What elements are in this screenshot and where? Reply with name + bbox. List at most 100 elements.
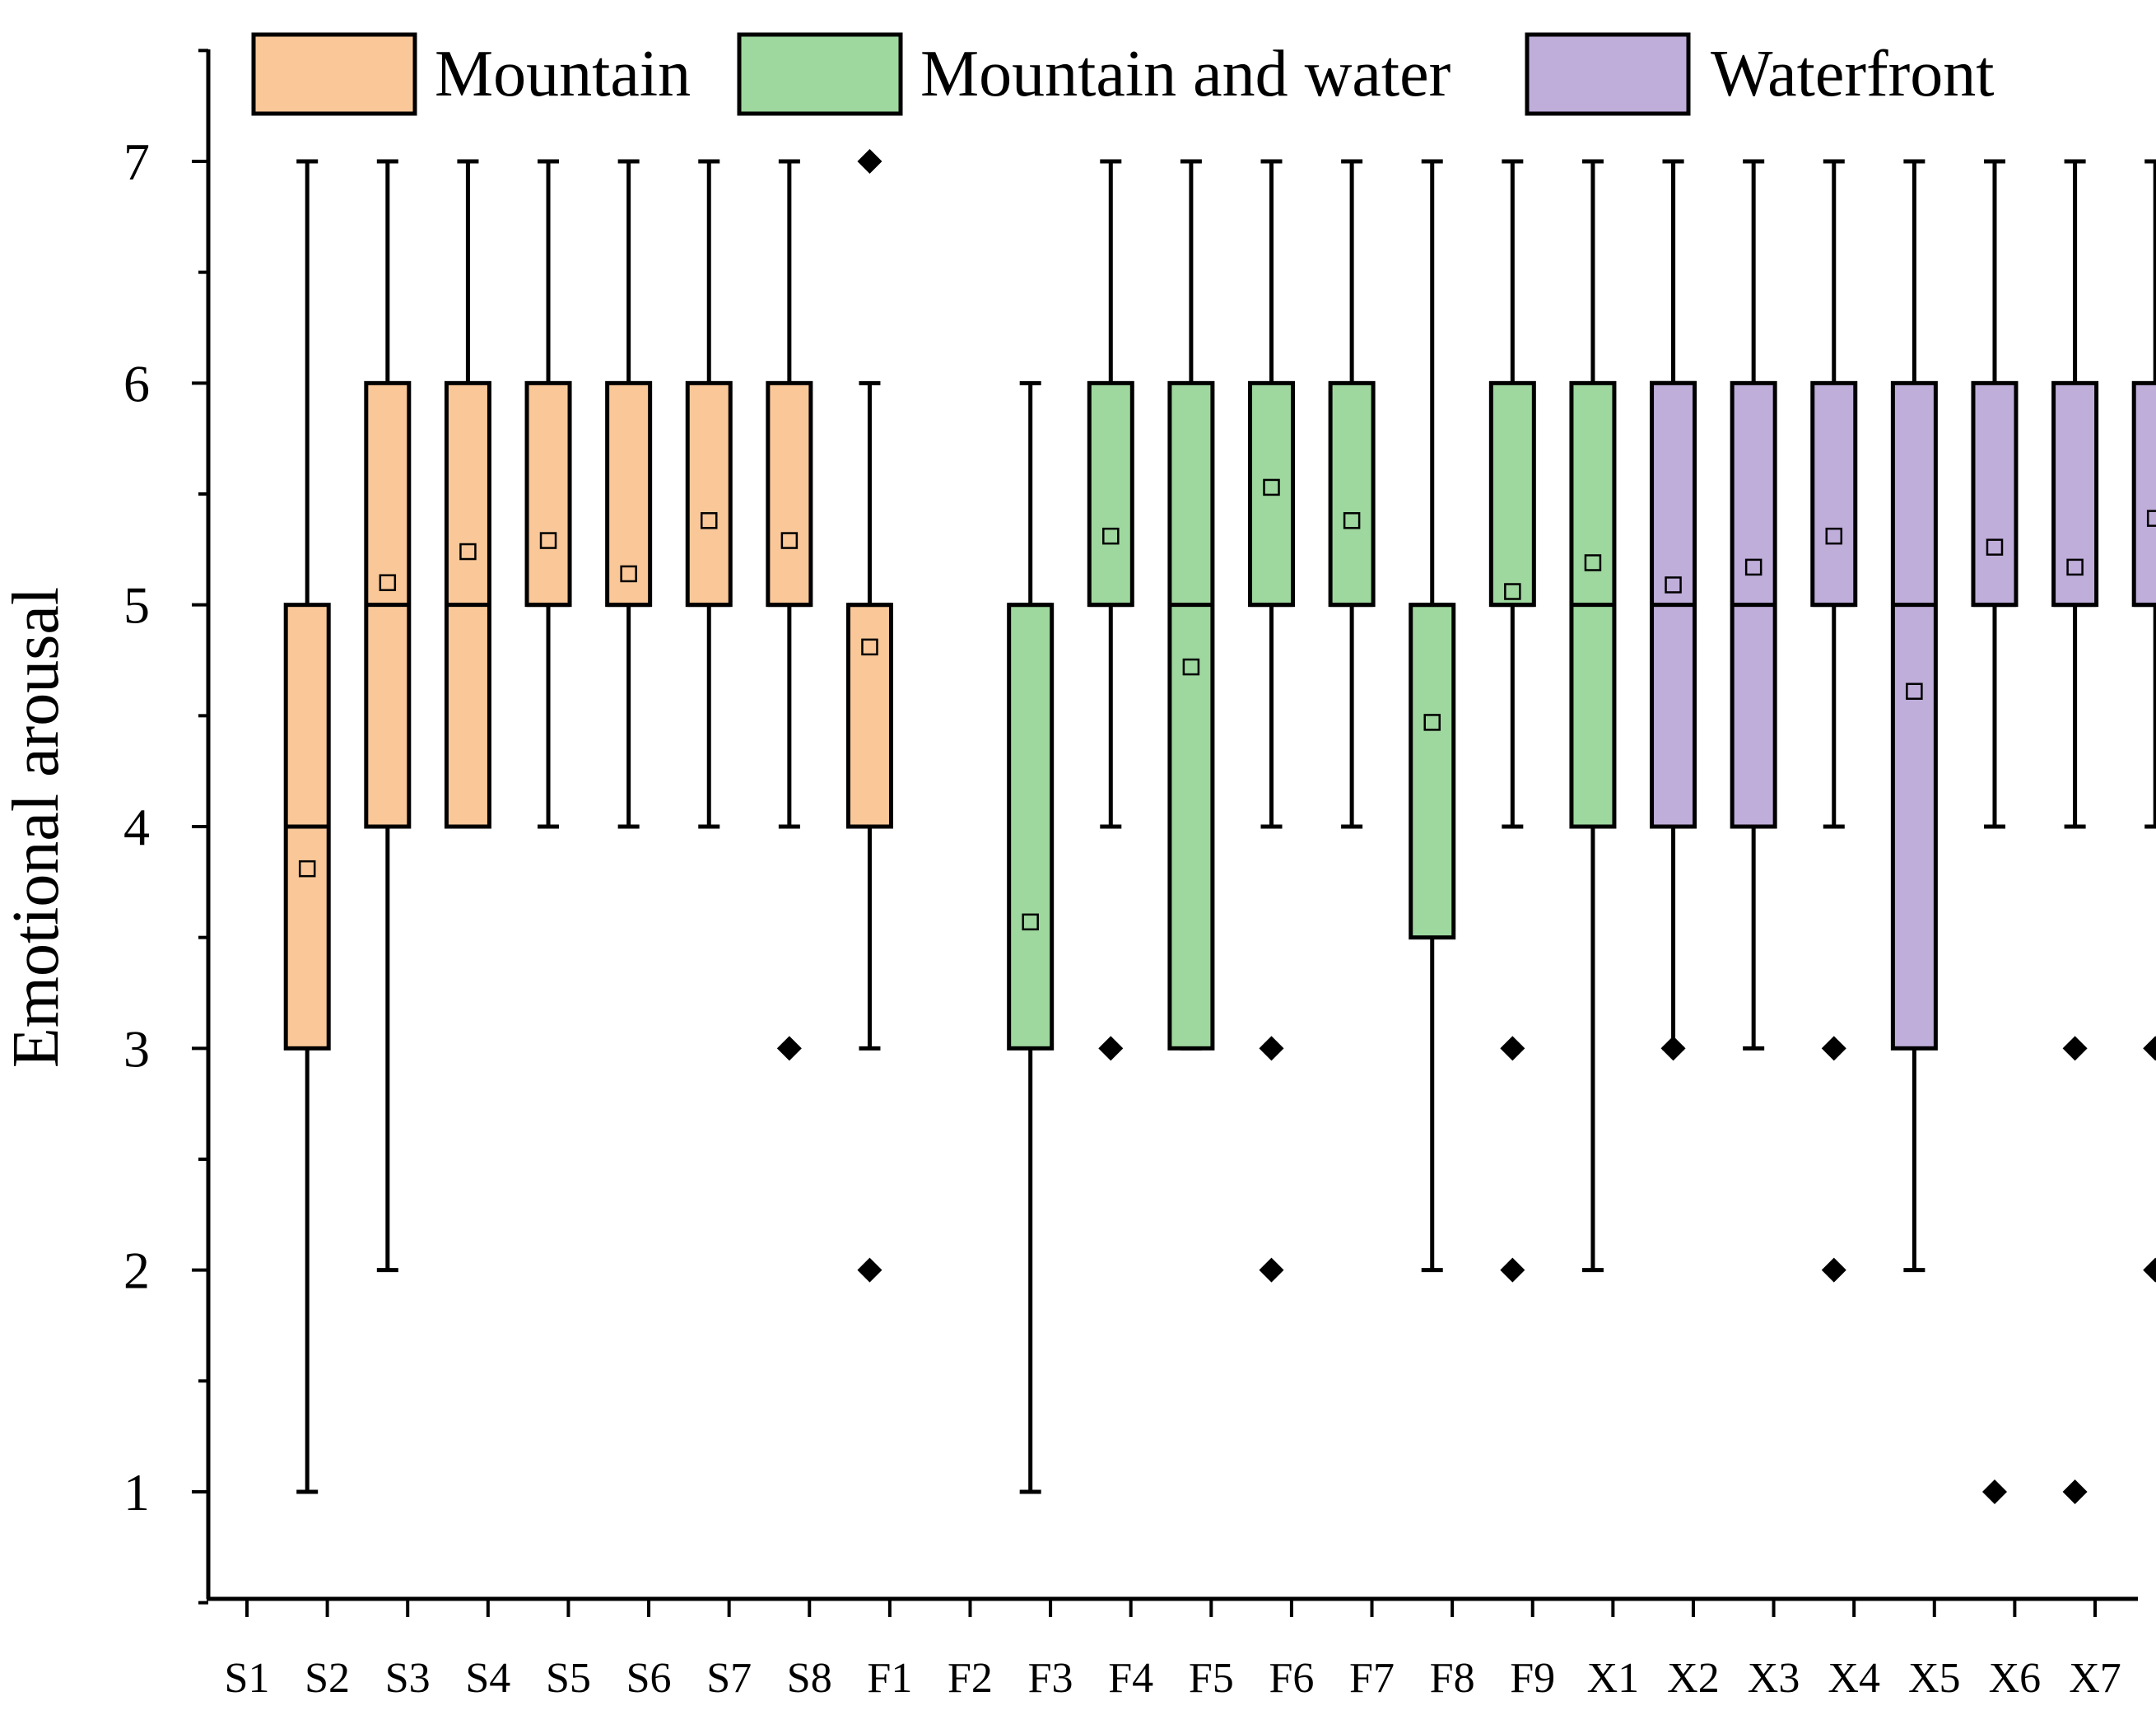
x-tick-label: X3 [1748,1655,1800,1702]
y-axis-label: Emotional arousal [0,587,72,1068]
x-tick-label: X1 [1587,1655,1640,1702]
outlier-point [1098,1036,1124,1061]
mean-marker [539,532,557,549]
box [1488,380,1536,608]
box [2051,380,2099,608]
outlier-point [1981,1479,2007,1504]
x-tick-label: X4 [1828,1655,1880,1702]
mean-marker [1744,558,1763,576]
box [1087,380,1134,608]
mean-marker [701,512,718,529]
series-group [1650,159,2156,1504]
mean-marker [780,532,799,549]
outlier-point [857,149,882,174]
x-tick-label: X6 [1989,1655,2042,1702]
mean-marker [1584,554,1602,571]
box [1409,603,1456,940]
mean-marker [1343,512,1361,529]
outlier-point [2062,1036,2088,1061]
box [2131,380,2156,608]
mean-marker [1504,583,1521,600]
mean-marker [1022,913,1039,931]
mean-marker [1986,538,2004,556]
x-tick-label: S3 [385,1655,431,1702]
mean-marker [2146,510,2156,527]
x-tick-label: F7 [1349,1655,1395,1702]
x-tick-label: S4 [465,1655,510,1702]
outlier-point [2062,1479,2088,1504]
x-tick-label: X2 [1667,1655,1720,1702]
y-tick-label: 6 [123,354,150,412]
box [1810,380,1858,608]
legend-swatch [251,32,417,116]
legend-label: Mountain and water [920,38,1451,110]
box [524,380,572,608]
x-tick-label: X7 [2069,1655,2121,1702]
legend-swatch [1525,32,1691,116]
legend: Mountain Mountain and water Waterfront [251,32,1995,116]
x-tick-label: F5 [1189,1655,1234,1702]
y-tick-label: 5 [123,576,150,635]
outlier-point [1821,1257,1846,1283]
mean-marker [1825,527,1843,545]
axes [206,49,2138,1601]
mean-marker [1906,683,1923,700]
mean-marker [861,638,878,656]
x-tick-label: F8 [1430,1655,1475,1702]
box [1167,380,1215,1051]
x-tick-label: F3 [1028,1655,1073,1702]
box [1971,380,2019,608]
mean-marker [379,574,397,591]
x-tick-label: S8 [787,1655,832,1702]
mean-marker [1665,576,1682,594]
legend-label: Mountain [435,38,691,110]
mean-marker [1102,527,1120,545]
box [1328,380,1376,608]
y-ticks: 1 2 3 4 5 6 7 [123,49,208,1605]
x-tick-label: F2 [948,1655,993,1702]
outlier-point [857,1257,882,1283]
box-series [283,149,2156,1504]
y-tick-label: 2 [123,1242,150,1300]
series-group [283,149,893,1494]
y-tick-label: 4 [123,798,150,856]
x-tick-label: F9 [1510,1655,1555,1702]
outlier-point [1821,1036,1846,1061]
x-tick-label: S5 [546,1655,591,1702]
mean-marker [1263,478,1280,496]
y-tick-label: 1 [123,1463,150,1521]
box [1890,380,1938,1051]
box [766,380,813,608]
outlier-point [1500,1036,1525,1061]
mean-marker [1182,658,1200,676]
outlier-point [2143,1036,2156,1061]
mean-marker [459,543,477,561]
mean-marker [2066,558,2084,576]
x-tick-label: S2 [305,1655,350,1702]
box [605,380,653,608]
outlier-point [2143,1257,2156,1283]
x-tick-label: F6 [1269,1655,1314,1702]
x-tick-label: S7 [706,1655,752,1702]
mean-marker [298,860,316,878]
mean-marker [1423,714,1441,731]
legend-swatch [737,32,903,116]
y-tick-label: 7 [123,133,150,191]
outlier-point [1259,1257,1284,1283]
x-tick-label: S6 [626,1655,672,1702]
legend-label: Waterfront [1711,38,1995,110]
x-tick-label: X5 [1908,1655,1961,1702]
outlier-point [1500,1257,1525,1283]
x-tick-label: F4 [1108,1655,1153,1702]
outlier-point [776,1036,802,1061]
x-tick-label: F1 [867,1655,912,1702]
series-group [1007,159,1697,1494]
y-tick-label: 3 [123,1019,150,1078]
box [845,603,893,829]
box [1007,603,1055,1051]
mean-marker [620,565,637,583]
box [685,380,733,608]
outlier-point [1259,1036,1284,1061]
